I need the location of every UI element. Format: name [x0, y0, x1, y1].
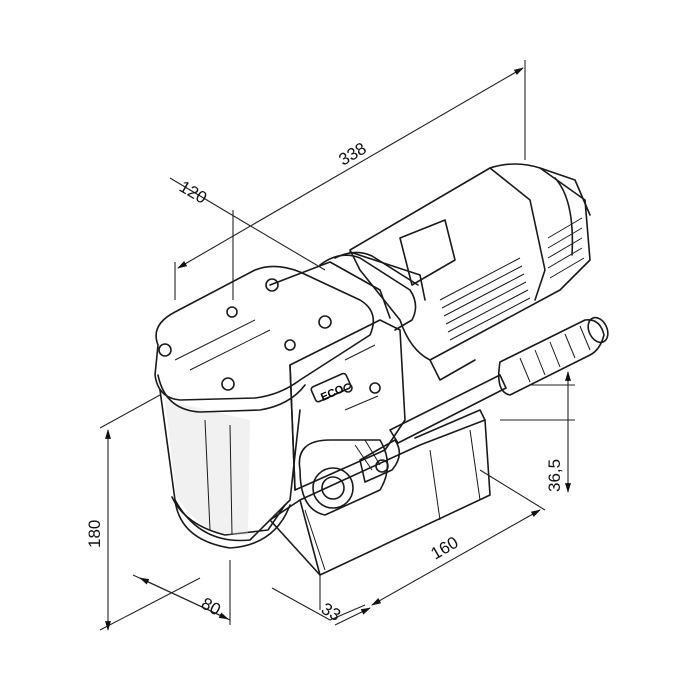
top-cover: [154, 265, 375, 413]
dim-offset: 33: [318, 599, 344, 625]
drill-body: ECO: [154, 163, 609, 576]
carriage: ECO: [269, 261, 406, 491]
carry-handle: [389, 316, 609, 444]
dim-handle-height: 36,5: [545, 459, 564, 492]
logo-text: ECO: [319, 383, 346, 404]
gear-housing: [159, 389, 301, 549]
dim-gearbox-width: 120: [176, 177, 210, 208]
dim-base-length: 160: [428, 533, 462, 564]
feed-hub: [298, 439, 401, 516]
dim-height: 180: [85, 520, 104, 548]
dim-overall-length: 338: [336, 139, 370, 170]
motor-housing: [349, 163, 591, 381]
